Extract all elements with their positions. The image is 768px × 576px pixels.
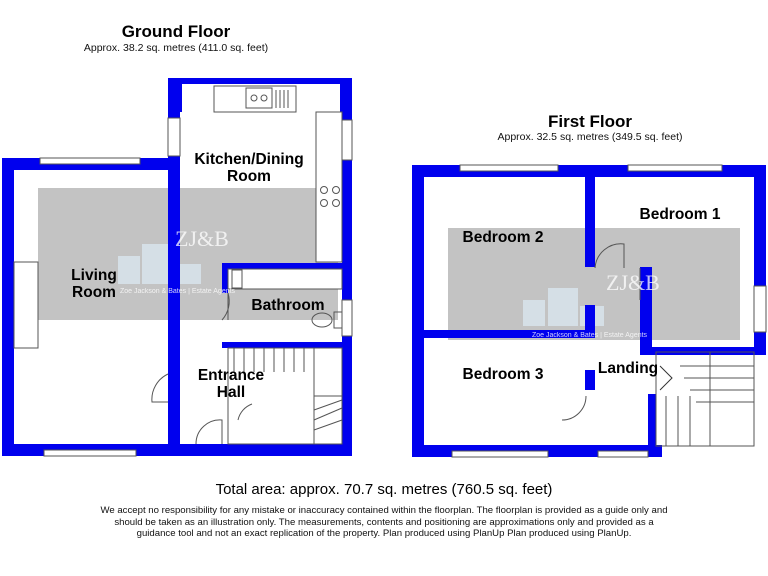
ground-floor-title: Ground Floor xyxy=(121,22,231,41)
room-label-kitchen: Kitchen/Dining Room xyxy=(194,151,304,185)
room-label-hall: Entrance Hall xyxy=(197,367,265,401)
watermark-ground xyxy=(38,188,338,320)
floor-plan-drawing xyxy=(2,78,767,458)
first-floor-details xyxy=(451,164,767,458)
room-label-landing: Landing xyxy=(597,360,659,377)
total-area: Total area: approx. 70.7 sq. metres (760… xyxy=(215,481,553,498)
room-label-bedroom3: Bedroom 3 xyxy=(462,366,544,383)
disclaimer: We accept no responsibility for any mist… xyxy=(100,505,668,540)
ground-floor-area: Approx. 38.2 sq. metres (411.0 sq. feet) xyxy=(83,42,269,54)
watermark-logo-ground: ZJ&B xyxy=(175,226,229,251)
room-label-living: Living Room xyxy=(71,267,117,301)
room-label-bedroom2: Bedroom 2 xyxy=(462,229,544,246)
ground-floor-details xyxy=(13,84,353,457)
first-floor-title: First Floor xyxy=(547,112,633,131)
watermark-logo-first: ZJ&B xyxy=(606,270,660,295)
room-label-bathroom: Bathroom xyxy=(251,297,325,314)
watermark-tagline-first: Zoe Jackson & Bates | Estate Agents xyxy=(532,332,648,339)
room-label-bedroom1: Bedroom 1 xyxy=(639,206,721,223)
first-floor-area: Approx. 32.5 sq. metres (349.5 sq. feet) xyxy=(497,131,683,143)
watermark-tagline-ground: Zoe Jackson & Bates | Estate Agents xyxy=(120,288,236,295)
